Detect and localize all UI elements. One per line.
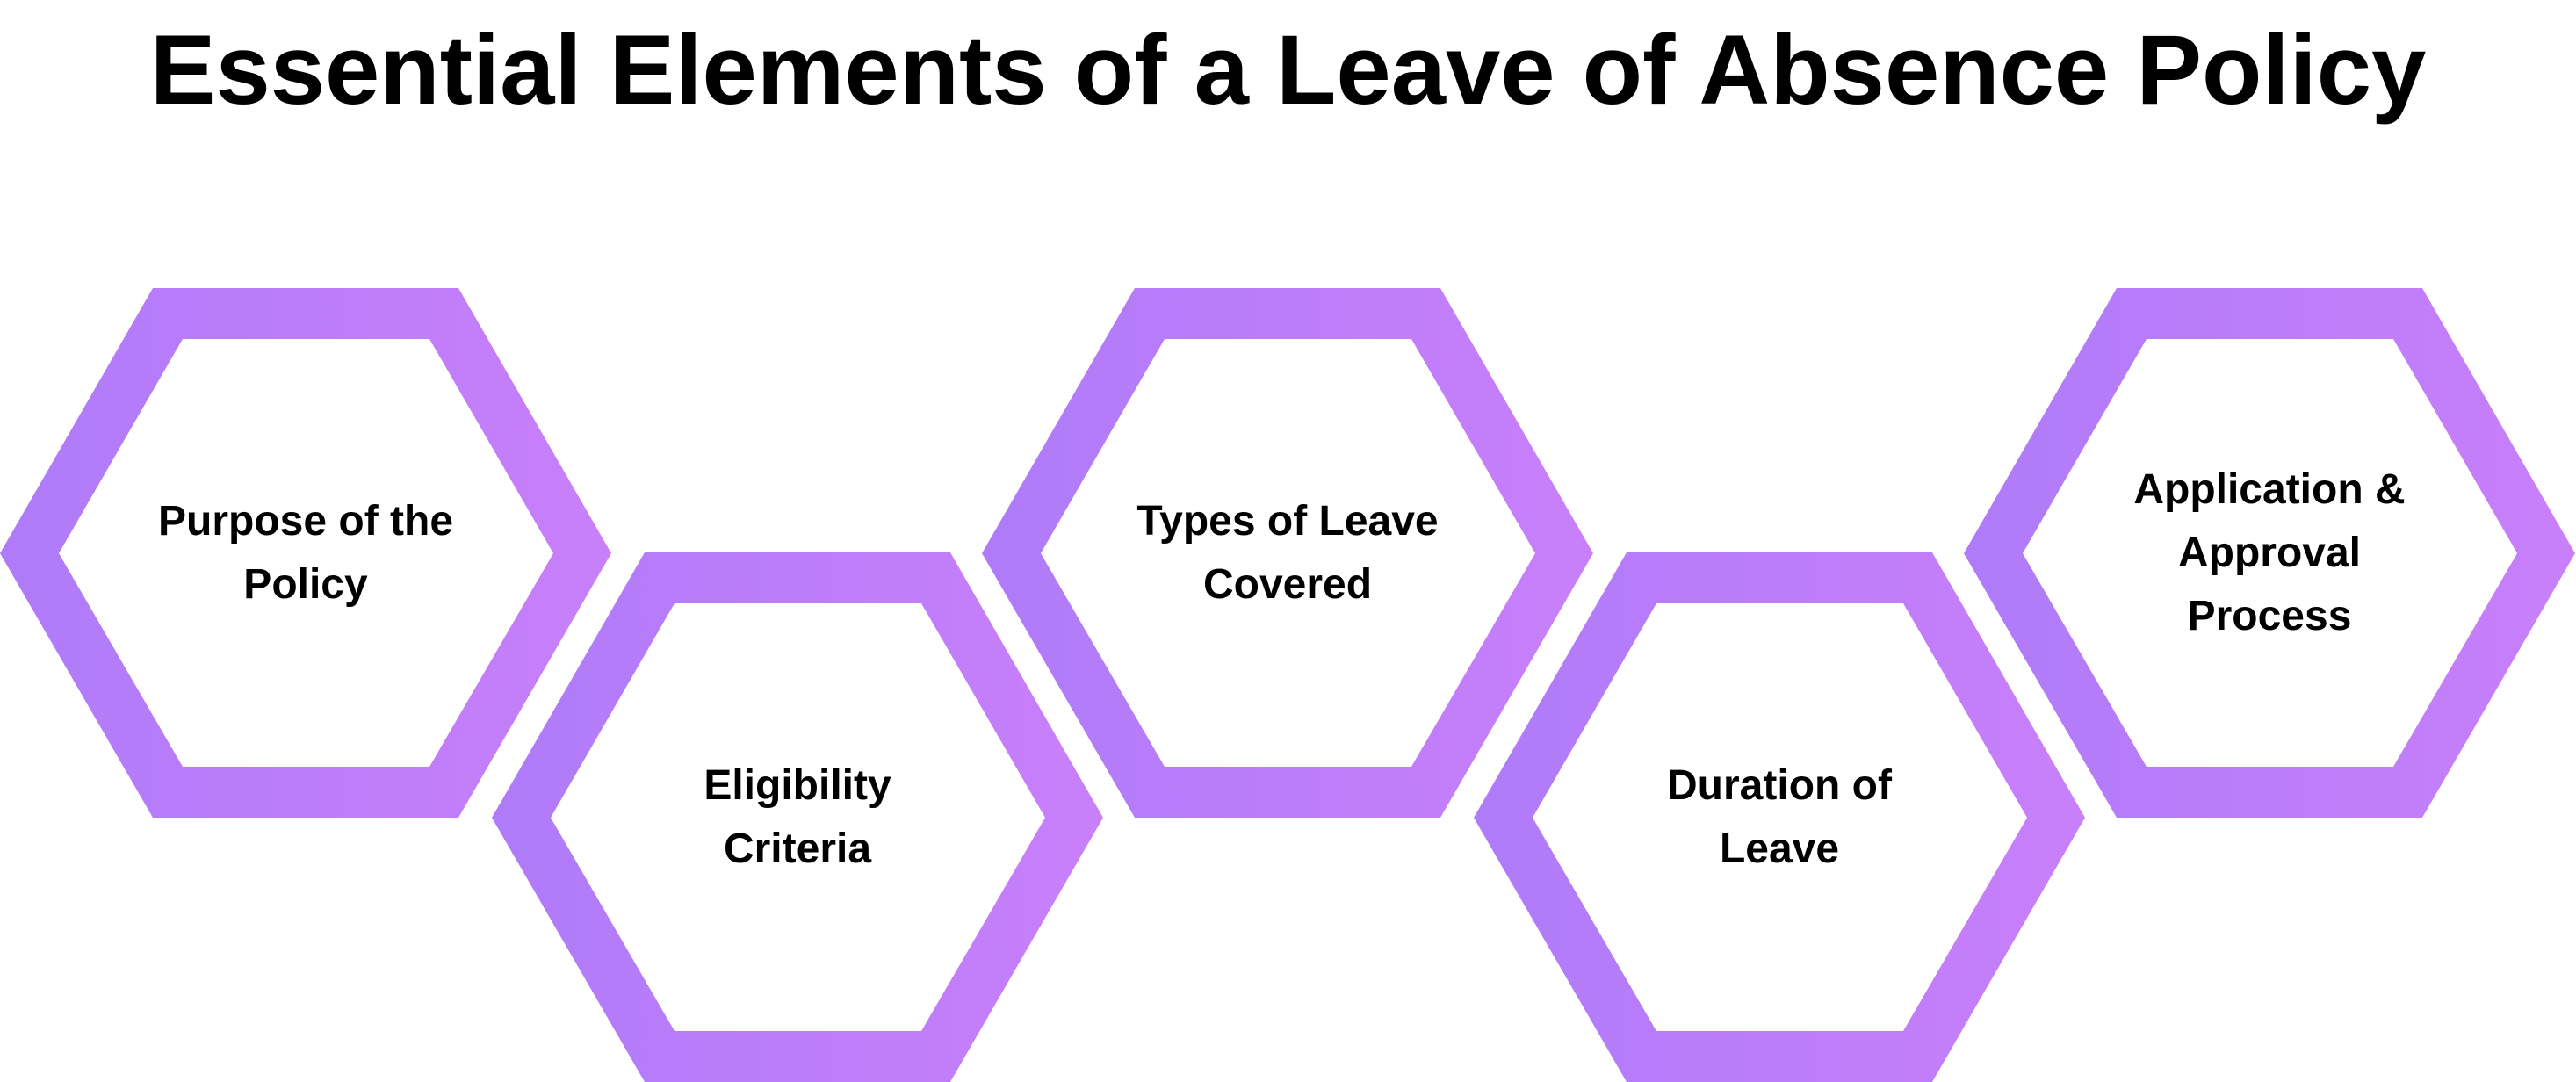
hexagon-purpose-of-the-policy: Purpose of the Policy <box>0 288 611 818</box>
hexagon-duration-of-leave: Duration of Leave <box>1474 552 2085 1082</box>
diagram-title: Essential Elements of a Leave of Absence… <box>149 15 2427 125</box>
hexagon-eligibility-criteria: Eligibility Criteria <box>492 552 1103 1082</box>
hexagon-label: Purpose of the Policy <box>157 497 454 608</box>
hexagon-application-approval-process: Application & Approval Process <box>1964 288 2575 818</box>
hexagon-label: Eligibility Criteria <box>704 761 891 872</box>
hexagon-label: Application & Approval Process <box>2133 465 2406 639</box>
hexagon-label: Types of Leave Covered <box>1136 497 1439 608</box>
hexagon-types-of-leave-covered: Types of Leave Covered <box>982 288 1593 818</box>
hexagon-label: Duration of Leave <box>1667 761 1892 872</box>
